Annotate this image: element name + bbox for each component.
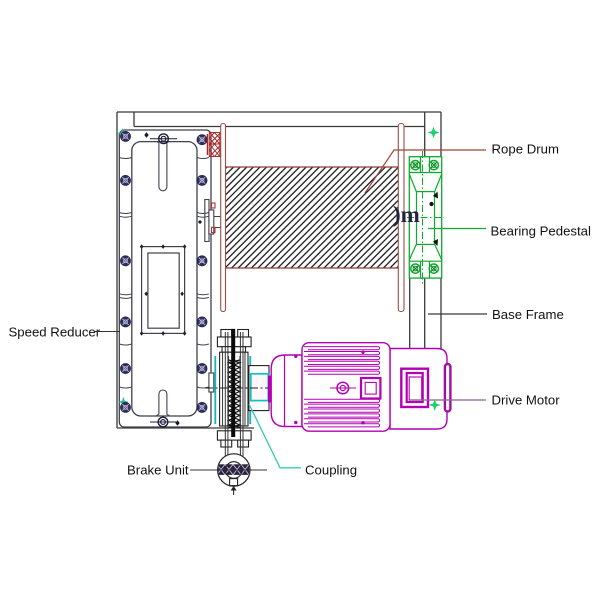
svg-text:Rope Drum: Rope Drum — [492, 142, 559, 157]
svg-text:Drive Motor: Drive Motor — [492, 393, 561, 408]
svg-text:)m: )m — [393, 202, 420, 227]
svg-text:Speed Reducer: Speed Reducer — [9, 325, 101, 340]
svg-text:Brake Unit: Brake Unit — [127, 463, 189, 478]
svg-text:Base Frame: Base Frame — [492, 307, 564, 322]
svg-text:Coupling: Coupling — [305, 463, 357, 478]
svg-text:Bearing Pedestal: Bearing Pedestal — [491, 224, 592, 239]
